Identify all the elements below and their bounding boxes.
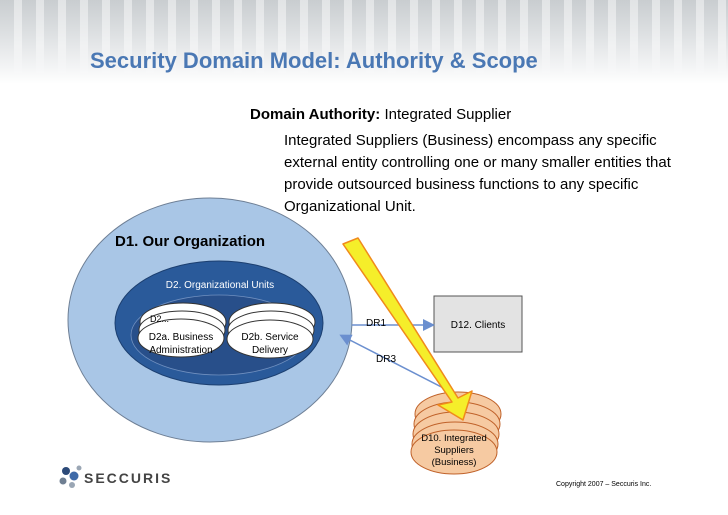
org-units-label: D2. Organizational Units (165, 280, 275, 291)
suppliers-label: D10. Integrated Suppliers (Business) (411, 433, 497, 469)
suppliers-label-line2: Suppliers (434, 445, 474, 456)
suppliers-label-line1: D10. Integrated (421, 433, 487, 444)
d2a-label: D2a. Business Administration (140, 331, 222, 357)
suppliers-label-line3: (Business) (431, 457, 477, 468)
pointer-arrow-icon (342, 237, 473, 421)
clients-label: D12. Clients (450, 320, 506, 331)
seccuris-logo-text: SECCURIS (84, 470, 173, 486)
dr1-label: DR1 (366, 318, 387, 329)
copyright-text: Copyright 2007 – Seccuris Inc. (556, 481, 652, 488)
suppliers-ellipse (410, 429, 498, 475)
d2a-ellipse (137, 318, 225, 358)
dr3-label: DR3 (376, 354, 397, 365)
d2b-label-line2: Delivery (251, 345, 289, 356)
authority-label: Domain Authority: (250, 106, 381, 123)
d2a-label-line1: D2a. Business (148, 332, 214, 343)
organization-title: D1. Our Organization (115, 233, 266, 250)
domain-authority: Domain Authority: Integrated Supplier (250, 106, 511, 123)
authority-description: Integrated Suppliers (Business) encompas… (284, 132, 671, 215)
d2b-label-line1: D2b. Service (241, 332, 299, 343)
slide-title: Security Domain Model: Authority & Scope (90, 48, 538, 73)
d2a-stack-back-label: D2... (150, 314, 170, 324)
clients-box (433, 295, 523, 353)
dr3-connector (339, 334, 458, 396)
seccuris-logo-icon (59, 465, 82, 488)
header-stripes (0, 0, 728, 84)
d2b-label: D2b. Service Delivery (229, 331, 311, 357)
authority-value: Integrated Supplier (384, 106, 512, 123)
header-band (0, 0, 728, 84)
d2a-label-line2: Administration (149, 345, 213, 356)
d2b-ellipse (226, 319, 314, 359)
